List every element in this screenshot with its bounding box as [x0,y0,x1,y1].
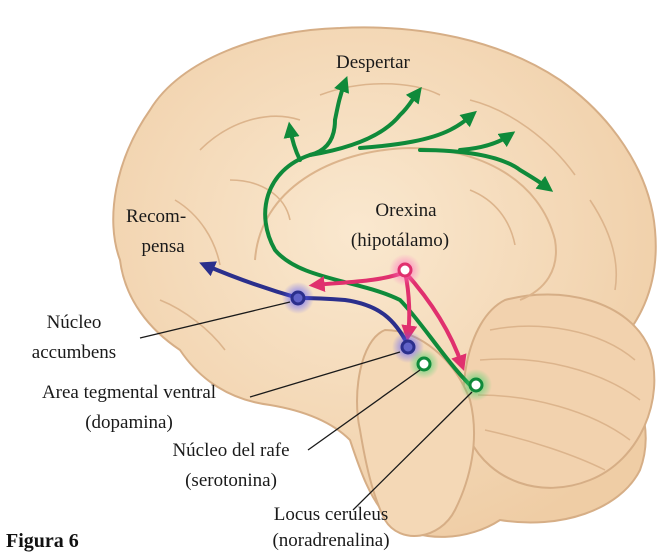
label-locus-line2: (noradrenalina) [256,530,406,552]
locus-nucleus [460,369,492,401]
orexina-nucleus [389,254,421,286]
label-accumbens-line1: Núcleo [24,312,124,334]
label-rafe-line2: (serotonina) [156,470,306,492]
accumbens-nucleus [282,282,314,314]
label-vta-line1: Area tegmental ventral [16,382,242,404]
label-rafe: Núcleo del rafe (serotonina) [156,440,306,492]
label-recompensa: Recom- pensa [126,206,186,258]
label-locus-line1: Locus ceruleus [256,504,406,526]
label-accumbens-line2: accumbens [24,342,124,364]
label-accumbens: Núcleo accumbens [24,312,124,364]
label-orexina: Orexina (hipotálamo) [335,200,465,252]
label-orexina-line2: (hipotálamo) [335,230,465,252]
label-vta-line2: (dopamina) [16,412,242,434]
label-recompensa-line1: Recom- [126,206,186,228]
label-rafe-line1: Núcleo del rafe [156,440,306,462]
figure-caption: Figura 6 [6,530,79,553]
label-vta: Area tegmental ventral (dopamina) [16,382,242,434]
label-orexina-line1: Orexina [347,200,465,222]
label-despertar: Despertar [336,52,410,74]
label-recompensa-line2: pensa [140,236,186,258]
label-locus: Locus ceruleus (noradrenalina) [256,504,406,552]
